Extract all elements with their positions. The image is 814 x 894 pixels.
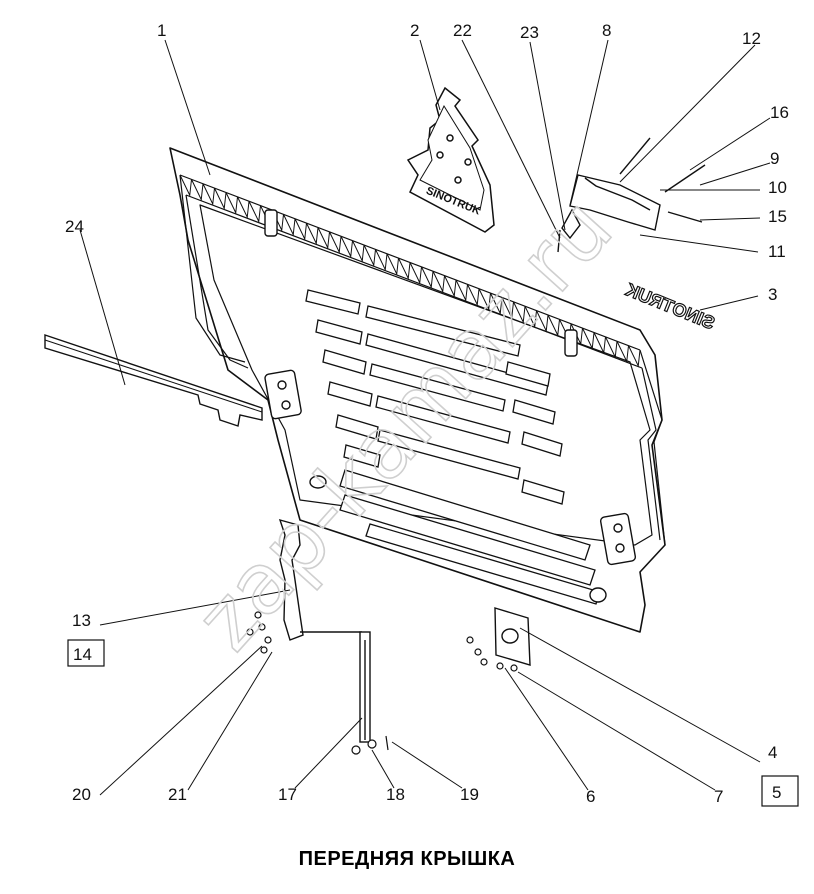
front-cover-panel (169, 147, 666, 633)
callout-21: 21 (168, 785, 187, 804)
support-arm (278, 518, 371, 743)
callout-22: 22 (453, 21, 472, 40)
callout-8: 8 (602, 21, 611, 40)
callout-16: 16 (770, 103, 789, 122)
callout-12: 12 (742, 29, 761, 48)
callout-23: 23 (520, 23, 539, 42)
callout-10: 10 (768, 178, 787, 197)
callout-1: 1 (157, 21, 166, 40)
panel-hinges (264, 209, 637, 603)
callout-5-box (761, 775, 799, 807)
callout-14-box (67, 639, 105, 667)
callout-15: 15 (768, 207, 787, 226)
part-24-strip (44, 334, 263, 427)
callout-13: 13 (72, 611, 91, 630)
callout-9: 9 (770, 149, 779, 168)
callout-3: 3 (768, 285, 777, 304)
callout-24: 24 (65, 217, 84, 236)
part-2-emblem: SINOTRUK (406, 86, 495, 233)
lattice-band (179, 174, 641, 368)
callout-20: 20 (72, 785, 91, 804)
nameplate-text: SINOTRUK (623, 280, 718, 334)
part-4-bracket (494, 607, 531, 666)
callout-6: 6 (586, 787, 595, 806)
callout-18: 18 (386, 785, 405, 804)
part-12-bracket (557, 137, 706, 253)
grille-slots (305, 289, 601, 605)
diagram-caption: ПЕРЕДНЯЯ КРЫШКА (298, 848, 516, 870)
callout-labels: 1 2 22 23 8 12 16 9 10 15 11 3 24 13 14 … (65, 21, 799, 807)
fasteners (246, 611, 518, 755)
leader-lines (79, 39, 771, 796)
callout-17: 17 (278, 785, 297, 804)
callout-2: 2 (410, 21, 419, 40)
callout-7: 7 (714, 787, 723, 806)
part-3-nameplate: SINOTRUK (622, 279, 718, 334)
callout-5: 5 (772, 783, 781, 802)
callout-14: 14 (73, 645, 92, 664)
callout-19: 19 (460, 785, 479, 804)
callout-4: 4 (768, 743, 777, 762)
lattice-pattern (179, 174, 641, 368)
callout-11: 11 (768, 242, 786, 261)
